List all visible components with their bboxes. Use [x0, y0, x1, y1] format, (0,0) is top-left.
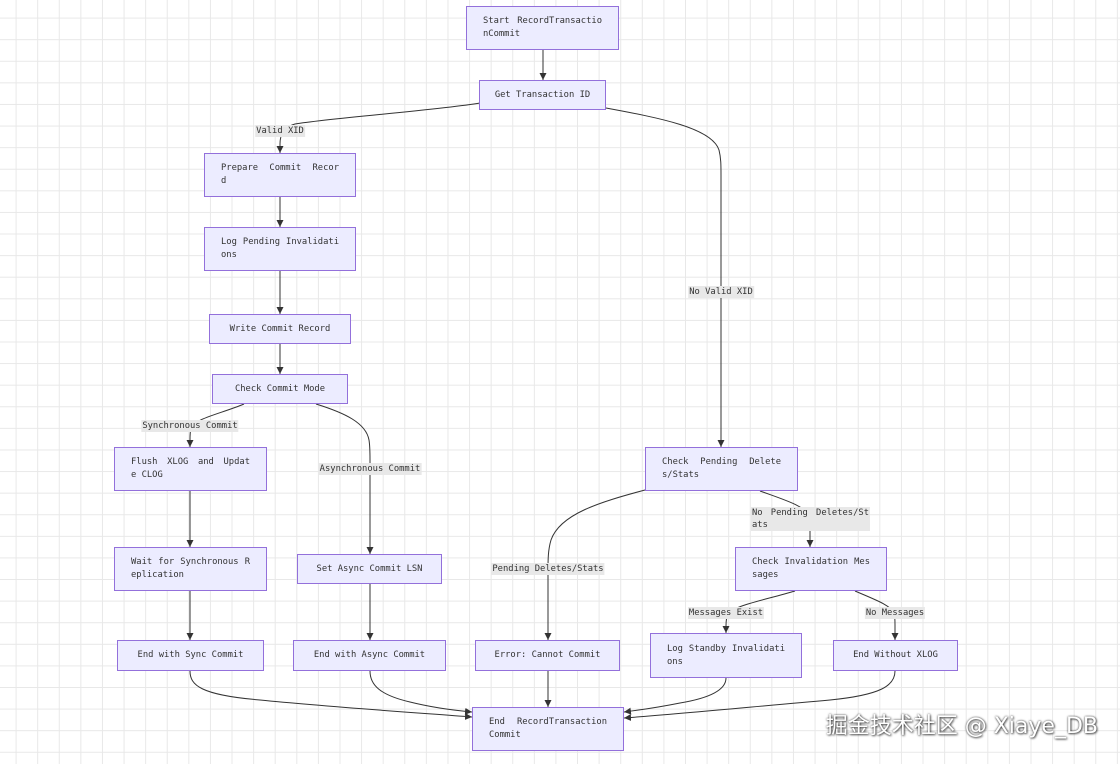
node-write-commit-record: Write Commit Record — [209, 314, 351, 344]
node-end-with-sync-commit: End with Sync Commit — [117, 640, 264, 671]
edge-label-line: No Pending Deletes/St — [752, 508, 869, 518]
node-flush-xlog-update-clog: Flush XLOG and Updat e CLOG — [114, 447, 267, 491]
node-check-invalidation-messages: Check Invalidation Mes sages — [735, 547, 887, 591]
node-end-with-async-commit: End with Async Commit — [293, 640, 446, 671]
node-label-line: Check Pending Delete — [662, 457, 781, 467]
edge-get-transaction-id-to-prepare-commit-record — [276, 102, 481, 153]
node-label-line: End Without XLOG — [853, 650, 938, 660]
node-label-line: Get Transaction ID — [494, 89, 591, 100]
node-prepare-commit-record: Prepare Commit Recor d — [204, 153, 356, 197]
node-label-line: sages — [752, 570, 779, 580]
node-label-line: Wait for Synchronous R — [131, 557, 250, 567]
node-set-async-commit-lsn: Set Async Commit LSN — [297, 554, 442, 584]
edge-label-no-valid-xid: No Valid XID — [688, 286, 754, 298]
node-label-line: eplication — [131, 570, 184, 580]
node-label-line: Start RecordTransactio — [483, 16, 602, 26]
node-label-line: Error: Cannot Commit — [494, 650, 601, 660]
edge-log-standby-to-end — [623, 677, 727, 715]
node-error-cannot-commit: Error: Cannot Commit — [475, 640, 620, 671]
node-label-line: Flush XLOG and Updat — [131, 457, 250, 467]
edge-get-transaction-id-to-check-pending-deletes — [605, 107, 725, 447]
node-label-line: d — [221, 176, 227, 186]
node-label-line: s/Stats — [662, 470, 700, 480]
edge-check-commit-mode-to-set-async — [315, 403, 374, 554]
node-label-line: ons — [667, 656, 683, 667]
edge-label-asynchronous-commit: Asynchronous Commit — [318, 463, 422, 475]
edge-end-async-to-end — [369, 670, 473, 715]
node-label-line: Check Commit Mode — [234, 383, 326, 394]
node-get-transaction-id: Get Transaction ID — [479, 80, 606, 110]
node-wait-synchronous-replication: Wait for Synchronous R eplication — [114, 547, 267, 591]
node-label-line: ons — [221, 250, 237, 260]
node-label-line: End RecordTransaction — [489, 717, 607, 727]
node-label-line: e CLOG — [131, 470, 163, 480]
node-label-line: Write Commit Record — [229, 323, 331, 334]
node-start-record-transaction-commit: Start RecordTransactio nCommit — [466, 6, 619, 50]
node-label-line: Check Invalidation Mes — [752, 557, 870, 567]
node-label-line: Log Standby Invalidati — [667, 643, 785, 654]
edge-label-no-messages: No Messages — [864, 607, 926, 619]
node-label-line: Commit — [489, 730, 521, 740]
node-label-line: End with Async Commit — [313, 650, 426, 660]
edge-label-line: ats — [752, 520, 768, 530]
node-label-line: nCommit — [483, 29, 521, 39]
node-check-pending-deletes-stats: Check Pending Delete s/Stats — [645, 447, 798, 491]
watermark: 掘金技术社区 @ Xiaye_DB — [825, 714, 1098, 739]
node-end-without-xlog: End Without XLOG — [833, 640, 958, 671]
node-label-line: End with Sync Commit — [137, 650, 244, 660]
edge-label-synchronous-commit: Synchronous Commit — [141, 420, 239, 432]
edge-check-pending-to-error — [544, 489, 646, 640]
node-log-pending-invalidations: Log Pending Invalidati ons — [204, 227, 356, 271]
edge-label-valid-xid: Valid XID — [255, 125, 305, 137]
edge-end-without-xlog-to-end — [623, 670, 896, 721]
edge-end-sync-to-end — [189, 670, 473, 720]
node-label-line: Prepare Commit Recor — [221, 163, 339, 173]
node-end-record-transaction-commit: End RecordTransaction Commit — [472, 707, 624, 751]
node-log-standby-invalidations: Log Standby Invalidati ons — [650, 633, 802, 678]
node-label-line: Set Async Commit LSN — [316, 563, 423, 574]
edge-label-messages-exist: Messages Exist — [687, 607, 765, 619]
edge-label-no-pending-deletes-stats: No Pending Deletes/St ats — [751, 507, 870, 531]
edge-label-pending-deletes-stats: Pending Deletes/Stats — [491, 563, 605, 575]
node-check-commit-mode: Check Commit Mode — [212, 374, 348, 404]
node-label-line: Log Pending Invalidati — [221, 237, 339, 247]
